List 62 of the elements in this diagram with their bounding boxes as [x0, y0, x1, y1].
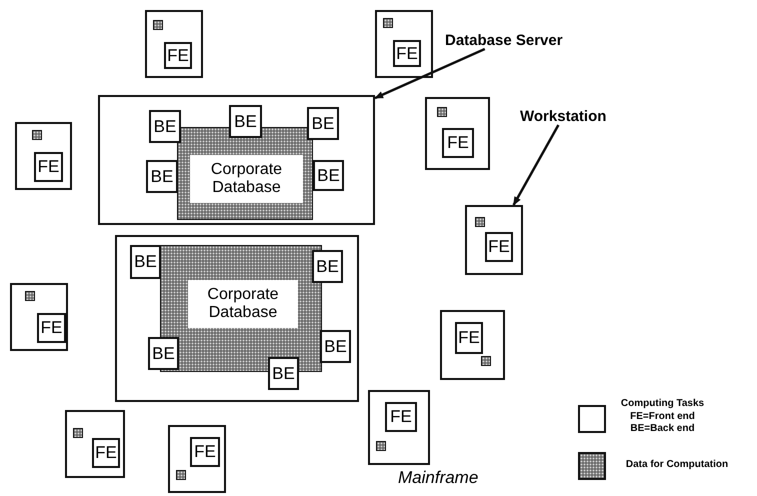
workstation-box: [10, 283, 68, 351]
task-box: [229, 105, 262, 138]
workstation-box: [425, 97, 490, 170]
task-label: FE: [447, 133, 469, 153]
task-label: FE: [38, 157, 60, 177]
database-label: Corporate Database: [210, 161, 284, 197]
task-label: BE: [134, 252, 157, 272]
arrow: [374, 48, 486, 100]
workstation-box: [368, 390, 430, 465]
database-box: [188, 280, 298, 328]
task-box: [130, 245, 161, 279]
task-label: BE: [316, 256, 339, 276]
task-box: [442, 128, 474, 158]
workstation-box: [465, 205, 523, 275]
task-label: BE: [234, 112, 257, 132]
task-box: [312, 250, 343, 283]
task-label: FE: [488, 237, 510, 257]
callout-text: Workstation: [520, 108, 606, 125]
task-box: [149, 110, 181, 143]
task-box: [148, 337, 179, 370]
task-box: [385, 402, 417, 432]
data-area: [177, 127, 313, 220]
task-label: BE: [154, 116, 176, 136]
callout-text: Database Server: [445, 32, 563, 49]
task-label: BE: [324, 336, 347, 356]
task-label: BE: [272, 364, 295, 384]
task-box: [37, 313, 66, 343]
task-label: FE: [40, 318, 62, 338]
task-label: FE: [194, 442, 216, 462]
task-label: BE: [150, 166, 174, 186]
task-label: FE: [396, 44, 418, 64]
workstation-box: [15, 122, 72, 190]
task-label: FE: [95, 443, 117, 463]
server-box: [115, 235, 359, 402]
task-box: [455, 322, 483, 354]
task-label: BE: [152, 344, 175, 364]
workstation-box: [65, 410, 125, 478]
task-box: [34, 152, 63, 182]
task-box: [320, 330, 351, 363]
workstation-box: [168, 425, 226, 493]
task-label: BE: [312, 114, 334, 134]
task-box: [313, 160, 344, 191]
database-box: [190, 155, 303, 203]
database-label: Corporate Database: [206, 286, 280, 322]
legend-text: Computing Tasks FE=Front end BE=Back end: [620, 398, 706, 436]
task-box: [190, 437, 220, 467]
task-box: [268, 357, 299, 390]
task-label: FE: [167, 46, 189, 66]
arrow: [512, 124, 560, 206]
task-label: FE: [390, 407, 412, 427]
workstation-box: [440, 310, 505, 380]
task-label: BE: [317, 166, 340, 186]
caption-text: Mainframe: [398, 468, 478, 488]
task-box: [307, 107, 339, 140]
task-box: [485, 232, 513, 262]
workstation-box: [375, 10, 433, 78]
server-box: [98, 95, 375, 225]
legend-text: Data for Computation: [624, 459, 730, 472]
workstation-box: [145, 10, 203, 78]
task-label: FE: [458, 328, 480, 348]
task-box: [146, 160, 178, 193]
task-box: [92, 438, 120, 468]
